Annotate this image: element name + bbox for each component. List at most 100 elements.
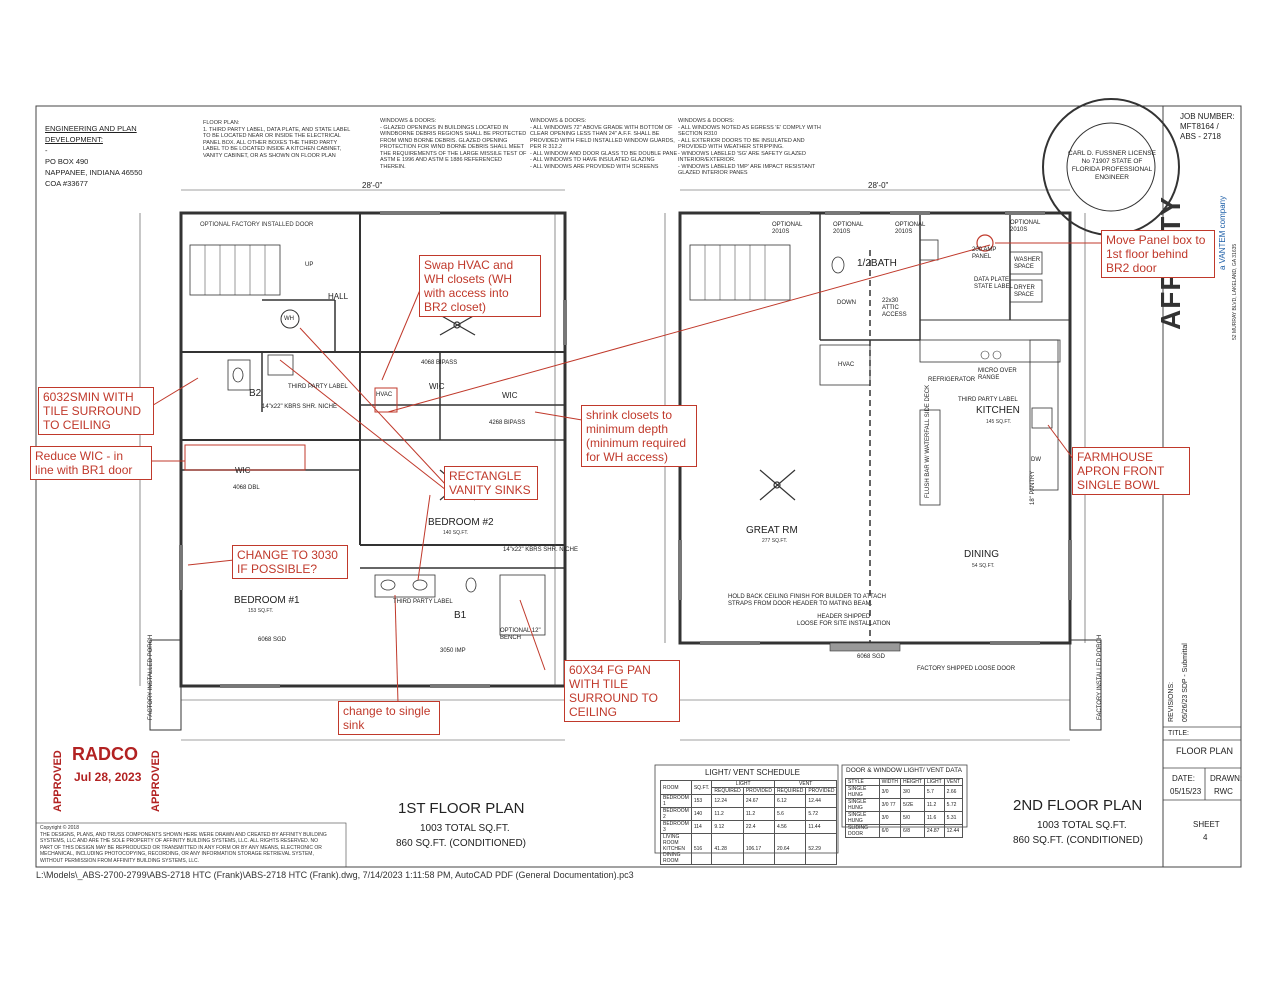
notes-windows-1: WINDOWS & DOORS: - GLAZED OPENINGS IN BU…: [380, 118, 527, 170]
sheet-label: SHEET: [1193, 820, 1220, 829]
dw-head: LIGHT: [923, 778, 945, 786]
label-bypass-1: 4068 BIPASS: [421, 360, 458, 366]
job-number: JOB NUMBER: MFT8164 / ABS - 2718: [1180, 112, 1235, 141]
annotation-fg-pan: 60X34 FG PAN WITH TILE SURROUND TO CEILI…: [564, 660, 680, 722]
lv-cell: 41.28: [711, 833, 744, 865]
lv-cell: 20.64: [773, 833, 807, 865]
dw-cell: 12.44: [943, 824, 964, 838]
floor1-porch: [149, 639, 182, 731]
lv-cell: 5.6: [773, 807, 807, 821]
room-bedroom1: BEDROOM #1: [234, 595, 300, 606]
lv-sub: PROVIDED: [742, 787, 775, 795]
label-4068-dbl: 4068 DBL: [233, 485, 260, 491]
lv-cell: 12.24: [711, 794, 744, 808]
floor2-porch: [1069, 639, 1102, 731]
annotation-tile-surround: 6032SMIN WITH TILE SURROUND TO CEILING: [38, 387, 154, 435]
label-bench: OPTIONAL 12" BENCH: [500, 628, 541, 641]
dw-head: HEIGHT: [900, 778, 925, 786]
lv-cell: 6.12: [773, 794, 807, 808]
lv-sub: PROVIDED: [805, 787, 838, 795]
dw-cell: SINGLE HUNG: [845, 811, 880, 825]
dw-cell: 3/0: [878, 811, 902, 825]
room-b2: B2: [249, 388, 262, 399]
label-porch-1: FACTORY INSTALLED PORCH: [148, 634, 154, 720]
developer-line: NAPPANEE, INDIANA 46550: [45, 168, 143, 177]
developer-block: ENGINEERING AND PLAN DEVELOPMENT: - PO B…: [45, 123, 142, 189]
room-dining-area: 54 SQ.FT.: [972, 563, 995, 569]
floor2-overall-dim: 28'-0": [868, 181, 889, 190]
lv-cell: 12.44: [805, 794, 838, 808]
room-hall: HALL: [328, 292, 349, 301]
file-path: L:\Models\_ABS-2700-2799\ABS-2718 HTC (F…: [36, 870, 634, 880]
lv-cell: 516: [690, 833, 713, 865]
annotation-farmhouse-sink: FARMHOUSE APRON FRONT SINGLE BOWL: [1072, 447, 1190, 495]
room-wic-c: WIC: [235, 466, 251, 475]
title-label: TITLE:: [1168, 730, 1190, 737]
label-kbrs-1: 14"x22" KBRS SHR. NICHE: [262, 404, 337, 410]
lv-cell: LIVING ROOM KITCHEN DINING ROOM: [660, 833, 692, 865]
wic-reduce-marker: [184, 444, 306, 471]
dw-cell: 11.6: [923, 811, 945, 825]
room-wh: WH: [284, 316, 294, 322]
notes-windows-2: WINDOWS & DOORS: - ALL WINDOWS 72" ABOVE…: [530, 118, 678, 170]
floor1-conditioned: 860 SQ.FT. (CONDITIONED): [396, 838, 527, 849]
label-3050-imp: 3050 IMP: [440, 648, 466, 654]
lv-sub: REQUIRED: [711, 787, 744, 795]
room-kitchen: KITCHEN: [976, 405, 1020, 416]
dw-head: STYLE: [845, 778, 880, 786]
revisions-label: REVISIONS:: [1168, 681, 1175, 722]
label-flush-bar: FLUSH BAR W/ WATERFALL SIDE DECK: [925, 384, 931, 498]
label-hold-back: HOLD BACK CEILING FINISH FOR BUILDER TO …: [728, 594, 886, 607]
lv-sub: REQUIRED: [773, 787, 807, 795]
floor2-total: 1003 TOTAL SQ.FT.: [1037, 820, 1127, 831]
lv-cell: 153: [690, 794, 713, 808]
lv-cell: 52.29: [805, 833, 838, 865]
light-vent-table: ROOM SQ.FT. LIGHT VENT REQUIRED PROVIDED…: [660, 780, 838, 865]
label-dryer: DRYER SPACE: [1014, 285, 1035, 298]
developer-line: -: [45, 146, 48, 155]
room-hvac: HVAC: [376, 392, 393, 398]
light-vent-title: LIGHT/ VENT SCHEDULE: [705, 768, 800, 777]
copyright-box: [35, 822, 347, 868]
title-value: FLOOR PLAN: [1176, 746, 1234, 756]
brand-sub: a VANTEM company: [1218, 195, 1227, 270]
floor2-title: 2ND FLOOR PLAN: [1013, 797, 1143, 814]
lv-cell: 24.67: [742, 794, 775, 808]
dw-cell: 5/0: [900, 811, 925, 825]
label-panel: 200 AMP PANEL: [972, 247, 997, 260]
developer-line: COA #33677: [45, 179, 88, 188]
room-great: GREAT RM: [746, 525, 798, 536]
floor1-overall-dim: 28'-0": [362, 181, 383, 190]
developer-line: DEVELOPMENT:: [45, 135, 103, 144]
dw-cell: 5.7: [923, 785, 945, 799]
developer-line: PO BOX 490: [45, 157, 89, 166]
floor2-conditioned: 860 SQ.FT. (CONDITIONED): [1013, 835, 1144, 846]
approval-company: RADCO: [72, 744, 138, 764]
lv-cell: 9.12: [711, 820, 744, 834]
label-kbrs-2: 14"x22" KBRS SHR. NICHE: [503, 547, 578, 553]
approval-vertical-right: APPROVED: [150, 750, 162, 812]
annotation-single-sink: change to single sink: [338, 701, 440, 735]
room-kitchen-area: 145 SQ.FT.: [986, 419, 1012, 425]
annotation-swap-hvac: Swap HVAC and WH closets (WH with access…: [419, 255, 541, 317]
lv-cell: 11.2: [742, 807, 775, 821]
room-half-bath: 1/2BATH: [857, 258, 897, 269]
dw-cell: 3/0: [878, 785, 902, 799]
room-b1: B1: [454, 610, 467, 621]
lv-cell: 114: [690, 820, 713, 834]
panel-marker: [976, 234, 994, 252]
room-bedroom2: BEDROOM #2: [428, 517, 494, 528]
floor1-walls: [179, 211, 567, 688]
dw-cell: 6/0: [878, 824, 902, 838]
label-6068-sgd-2: 6068 SGD: [857, 654, 886, 660]
label-third-party: THIRD PARTY LABEL: [958, 397, 1018, 403]
annotation-shrink-closets: shrink closets to minimum depth (minimum…: [581, 405, 697, 467]
label-optional-b: OPTIONAL 2010S: [833, 222, 864, 235]
